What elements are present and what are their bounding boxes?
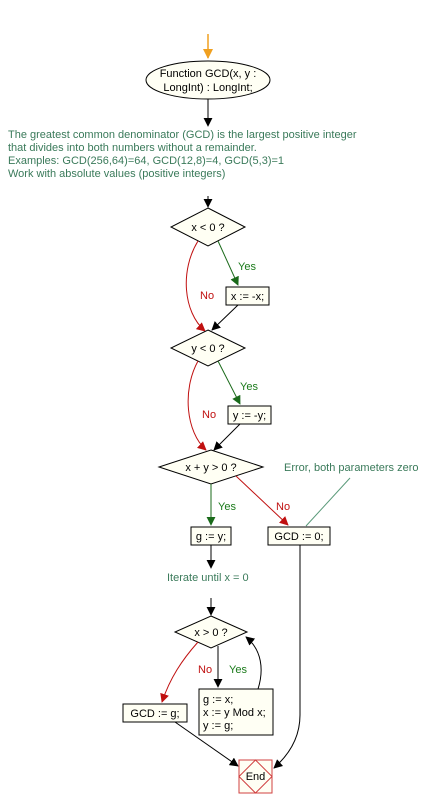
decision-x-negative-label: x < 0 ?: [191, 222, 224, 234]
action-x-abs: x := -x;: [225, 286, 270, 306]
decision-x-no-label: No: [200, 290, 214, 302]
flow-x-abs-to-decision-y: [211, 304, 239, 331]
loop-body-line2: x := y Mod x;: [203, 707, 266, 719]
description-line1: The greatest common denominator (GCD) is…: [8, 129, 357, 141]
flow-loop-back: [245, 636, 262, 690]
flow-y-yes: [217, 360, 241, 405]
end-node-label: End: [246, 771, 266, 783]
function-header-node: Function GCD(x, y : LongInt) : LongInt;: [145, 60, 271, 100]
end-node: End: [238, 759, 273, 794]
decision-x-yes-label: Yes: [238, 261, 256, 273]
decision-y-negative: y < 0 ?: [169, 329, 247, 367]
flow-gcd-result-to-end: [174, 721, 239, 767]
action-y-abs: y := -y;: [227, 405, 272, 425]
decision-y-no-label: No: [202, 409, 216, 421]
description-line2: that divides into both numbers without a…: [8, 142, 257, 154]
action-gcd-result: GCD := g;: [122, 703, 188, 723]
decision-x-negative: x < 0 ?: [169, 207, 247, 247]
decision-loop-no-label: No: [198, 664, 212, 676]
function-header-line2: LongInt) : LongInt;: [163, 82, 252, 94]
action-gcd-result-label: GCD := g;: [130, 708, 179, 720]
decision-loop-yes-label: Yes: [229, 664, 247, 676]
action-g-assign-label: g := y;: [196, 531, 226, 543]
decision-sum-positive-label: x + y > 0 ?: [185, 462, 236, 474]
decision-y-negative-label: y < 0 ?: [191, 343, 224, 355]
decision-sum-positive: x + y > 0 ?: [157, 449, 265, 485]
loop-note: Iterate until x = 0: [167, 572, 249, 584]
flow-x-yes: [217, 240, 239, 286]
flow-y-no: [187, 360, 207, 451]
flow-y-abs-to-decision-sum: [213, 423, 241, 451]
action-gcd-zero: GCD := 0;: [267, 526, 331, 546]
flow-x-no: [185, 240, 206, 332]
flow-sum-no: [235, 475, 289, 526]
description-comment: The greatest common denominator (GCD) is…: [8, 129, 357, 180]
decision-loop-label: x > 0 ?: [194, 627, 227, 639]
loop-body-line3: y := g;: [203, 720, 233, 732]
decision-y-yes-label: Yes: [240, 381, 258, 393]
loop-body-line1: g := x;: [203, 694, 233, 706]
description-line4: Work with absolute values (positive inte…: [8, 168, 225, 180]
error-note: Error, both parameters zero: [284, 462, 419, 474]
decision-sum-no-label: No: [276, 501, 290, 513]
action-x-abs-label: x := -x;: [231, 291, 264, 303]
error-note-connector: [305, 477, 351, 527]
action-g-assign: g := y;: [190, 526, 232, 546]
decision-loop: x > 0 ?: [173, 615, 249, 649]
flow-gcd-zero-to-end: [273, 545, 301, 769]
action-gcd-zero-label: GCD := 0;: [274, 531, 323, 543]
action-loop-body: g := x; x := y Mod x; y := g;: [198, 688, 274, 736]
flow-loop-no: [160, 641, 199, 703]
description-line3: Examples: GCD(256,64)=64, GCD(12,8)=4, G…: [8, 155, 284, 167]
function-header-line1: Function GCD(x, y :: [160, 68, 257, 80]
decision-sum-yes-label: Yes: [218, 501, 236, 513]
action-y-abs-label: y := -y;: [233, 410, 266, 422]
